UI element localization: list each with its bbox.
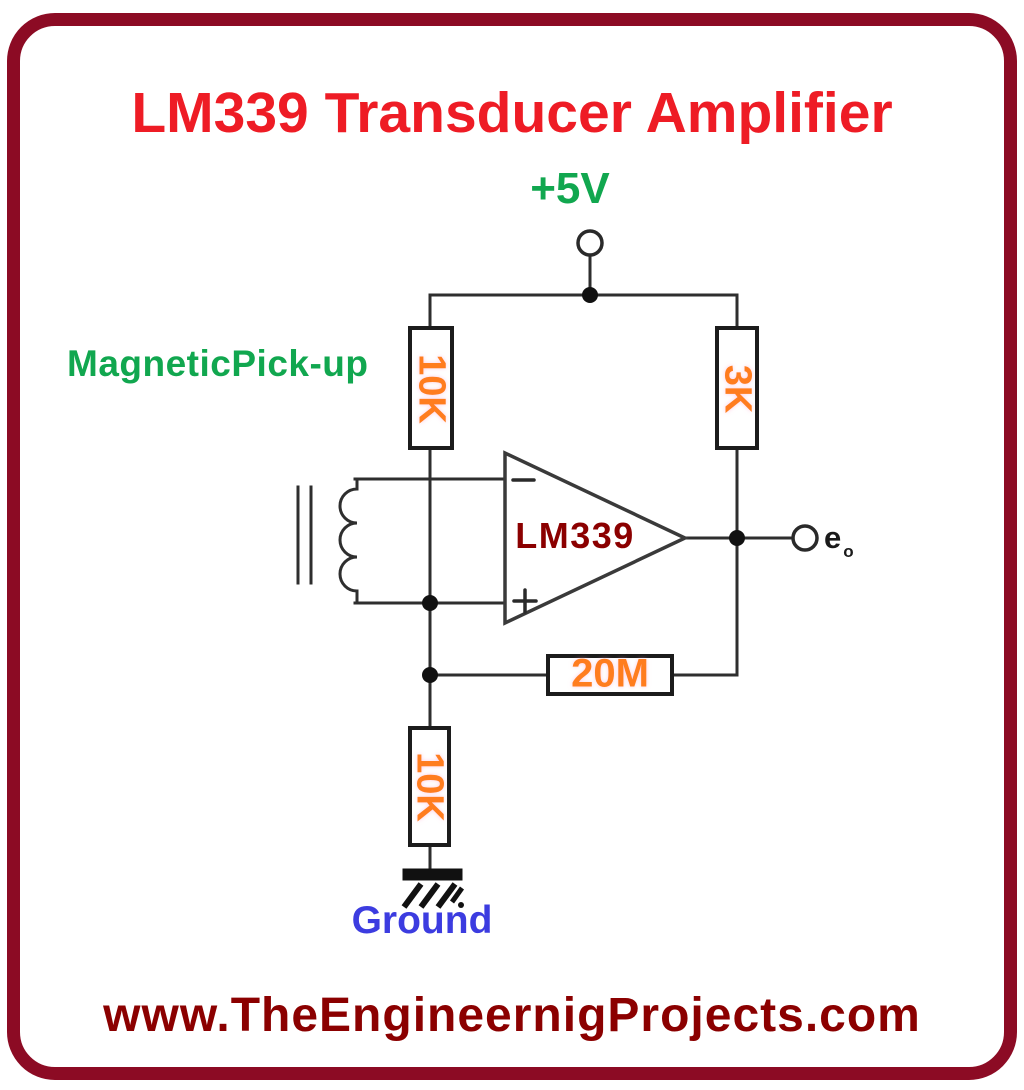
ground-symbol-icon [401, 868, 465, 909]
supply-voltage-label: +5V [530, 164, 610, 213]
output-terminal-icon [791, 524, 819, 552]
resistor-r1-body [408, 326, 454, 450]
inductor-coil-icon [296, 477, 359, 605]
website-footer: www.TheEngineernigProjects.com [103, 989, 921, 1042]
magnetic-pickup-label: MagneticPick-up [67, 343, 369, 384]
ground-label: Ground [351, 899, 493, 942]
resistor-r4-body [408, 726, 451, 847]
plus-input-icon [512, 588, 538, 614]
resistor-r3-body [546, 654, 674, 696]
output-subscript: o [843, 542, 854, 561]
junction-dots [422, 287, 745, 683]
resistor-r1-value: 10K [410, 354, 453, 424]
opamp-part-number: LM339 [515, 515, 635, 556]
page-title: LM339 Transducer Amplifier [131, 81, 893, 145]
resistor-r3-value: 20M [571, 651, 649, 696]
supply-terminal-icon [576, 229, 604, 257]
resistor-r2-body [715, 326, 759, 450]
resistor-r4-value: 10K [408, 752, 451, 822]
resistor-r2-value: 3K [716, 364, 759, 414]
output-e: e [824, 520, 842, 555]
opamp-triangle [503, 450, 690, 626]
